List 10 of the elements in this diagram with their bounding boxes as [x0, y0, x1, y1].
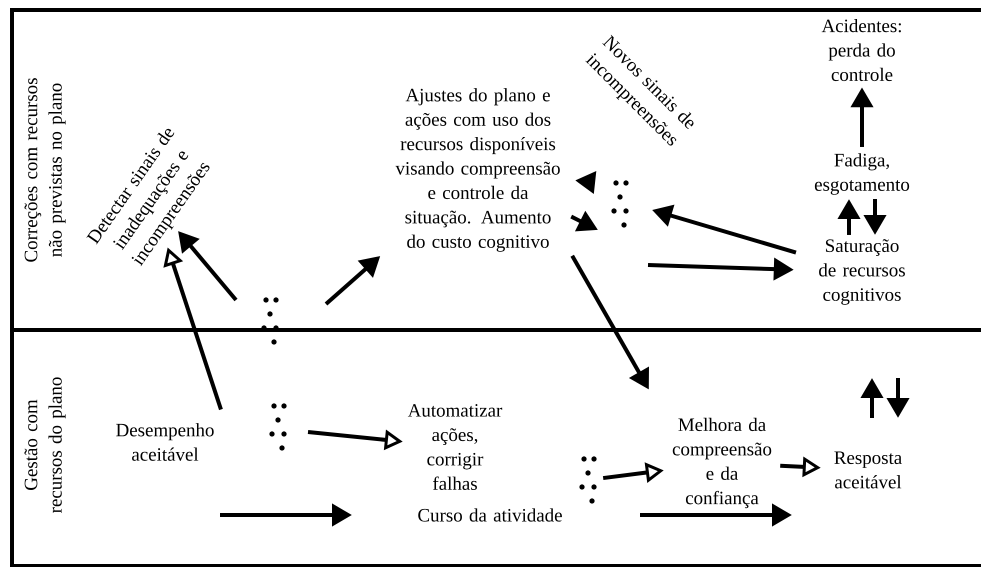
text-label: Ajustes do plano e ações com uso dos recursos disponíveis visando compreensão e controle da situação. Aumento do custo cognitivo: [395, 88, 560, 252]
text-label: Curso da atividade: [418, 508, 562, 522]
text-label: Acidentes: perda do controle: [822, 18, 901, 82]
text-label: Resposta aceitável: [834, 452, 902, 488]
text-label: Saturação de recursos cognitivos: [819, 239, 905, 305]
text-label: Fadiga, esgotamento: [814, 153, 910, 195]
text-label: Melhora da compreensão e da confiança: [672, 418, 772, 508]
dot-cluster-drawing: [579, 456, 597, 504]
text-label: Automatizar ações, corrigir falhas: [408, 404, 502, 490]
text-label: Desempenho aceitável: [116, 423, 214, 461]
